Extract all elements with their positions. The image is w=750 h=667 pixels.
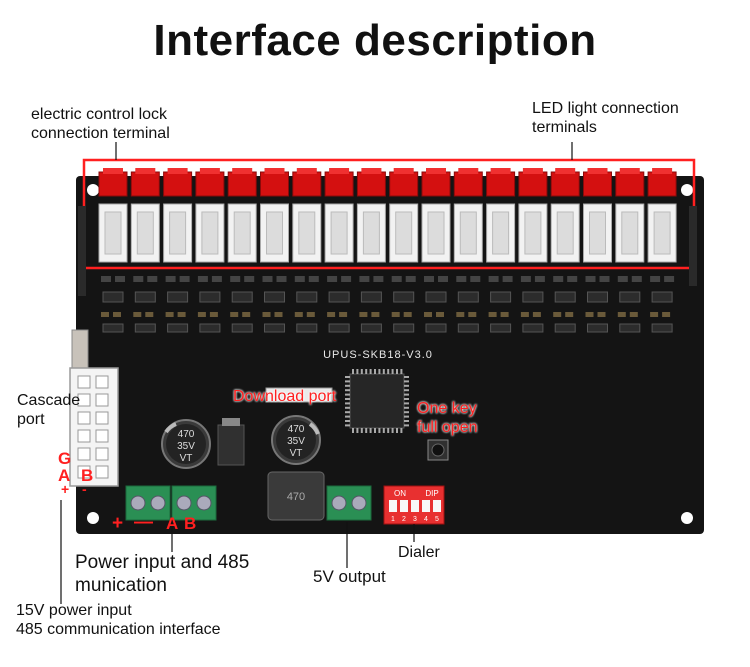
output-5v-terminal <box>326 485 372 521</box>
label-line: 485 communication interface <box>16 621 221 638</box>
label-line: connection terminal <box>31 125 170 142</box>
capacitor-2: 470 35V VT <box>271 415 321 465</box>
power15-label: 15V power input 485 communication interf… <box>16 601 221 639</box>
svg-text:35V: 35V <box>177 441 195 452</box>
svg-text:2: 2 <box>402 516 406 523</box>
led-terminal-label: LED light connection terminals <box>532 99 679 137</box>
terminal-17 <box>615 168 645 263</box>
svg-text:3: 3 <box>413 516 417 523</box>
terminal-6 <box>260 168 289 263</box>
terminal-14 <box>518 168 548 263</box>
download-header <box>265 387 333 403</box>
terminal-5 <box>227 168 257 263</box>
label-line: full open <box>417 419 478 436</box>
terminal-13 <box>486 168 516 263</box>
svg-text:470: 470 <box>178 429 195 440</box>
inductor <box>267 471 325 521</box>
pointer-lines <box>60 142 573 604</box>
label-line: One key <box>417 400 477 417</box>
mount-hole <box>681 184 693 196</box>
mcu-chip <box>349 373 405 429</box>
terminal-11 <box>421 168 451 263</box>
svg-text:1: 1 <box>391 516 395 523</box>
power-terminal <box>125 485 217 521</box>
lock-terminal-label: electric control lock connection termina… <box>31 105 170 143</box>
one-key-label: One key full open <box>417 399 478 437</box>
terminal-3 <box>163 168 193 263</box>
terminal-10 <box>389 168 419 263</box>
download-label: Download port <box>233 388 337 405</box>
pin-a: A <box>58 466 71 485</box>
terminal-9 <box>356 168 386 263</box>
label-line: Power input and 485 <box>75 552 250 573</box>
label-line: electric control lock <box>31 106 168 123</box>
bottom-a: A <box>166 514 179 533</box>
svg-text:VT: VT <box>290 448 303 459</box>
svg-text:5: 5 <box>435 516 439 523</box>
pin-plus: + <box>61 481 70 497</box>
cascade-pins <box>77 375 109 479</box>
cascade-latch <box>71 329 89 369</box>
svg-text:DIP: DIP <box>425 489 438 498</box>
cascade-label: Cascade port <box>17 391 80 429</box>
output-5v-label: 5V output <box>313 567 386 586</box>
mount-hole <box>681 512 693 524</box>
bottom-b: B <box>184 514 197 533</box>
regulator-tab <box>222 418 240 426</box>
terminal-16 <box>583 168 612 263</box>
capacitor-1: 470 35V VT <box>161 419 211 469</box>
power-label: Power input and 485 munication <box>75 551 249 597</box>
page-title: Interface description <box>153 16 597 65</box>
mount-hole <box>87 512 99 524</box>
terminal-1 <box>98 168 128 263</box>
terminal-row <box>98 168 677 263</box>
svg-text:470: 470 <box>288 424 305 435</box>
dialer-label: Dialer <box>398 544 440 561</box>
board-model: UPUS-SKB18-V3.0 <box>323 349 433 361</box>
smd-components <box>101 276 675 333</box>
pin-g: G <box>58 449 72 468</box>
terminal-18 <box>647 168 677 263</box>
terminal-2 <box>130 168 160 263</box>
regulator <box>217 424 245 466</box>
svg-text:470: 470 <box>287 491 305 503</box>
terminal-4 <box>195 168 225 263</box>
terminal-12 <box>453 168 483 263</box>
label-line: port <box>17 411 45 428</box>
label-line: munication <box>75 575 167 596</box>
label-line: terminals <box>532 119 597 136</box>
svg-text:35V: 35V <box>287 436 305 447</box>
svg-text:ON: ON <box>394 489 406 498</box>
terminal-8 <box>324 168 354 263</box>
svg-text:4: 4 <box>424 516 428 523</box>
pin-minus: - <box>82 481 87 497</box>
bottom-minus: — <box>134 512 153 533</box>
label-line: Cascade <box>17 392 81 409</box>
silkscreen-strip <box>689 206 697 286</box>
label-line: 15V power input <box>16 602 132 619</box>
silkscreen-strip <box>78 206 86 296</box>
bottom-plus: + <box>112 513 124 534</box>
terminal-15 <box>550 168 580 263</box>
terminal-7 <box>292 168 322 263</box>
pin-b: B <box>81 466 94 485</box>
mcu-pins <box>345 369 409 433</box>
label-line: LED light connection <box>532 100 679 117</box>
mount-hole <box>87 184 99 196</box>
svg-text:VT: VT <box>180 453 193 464</box>
